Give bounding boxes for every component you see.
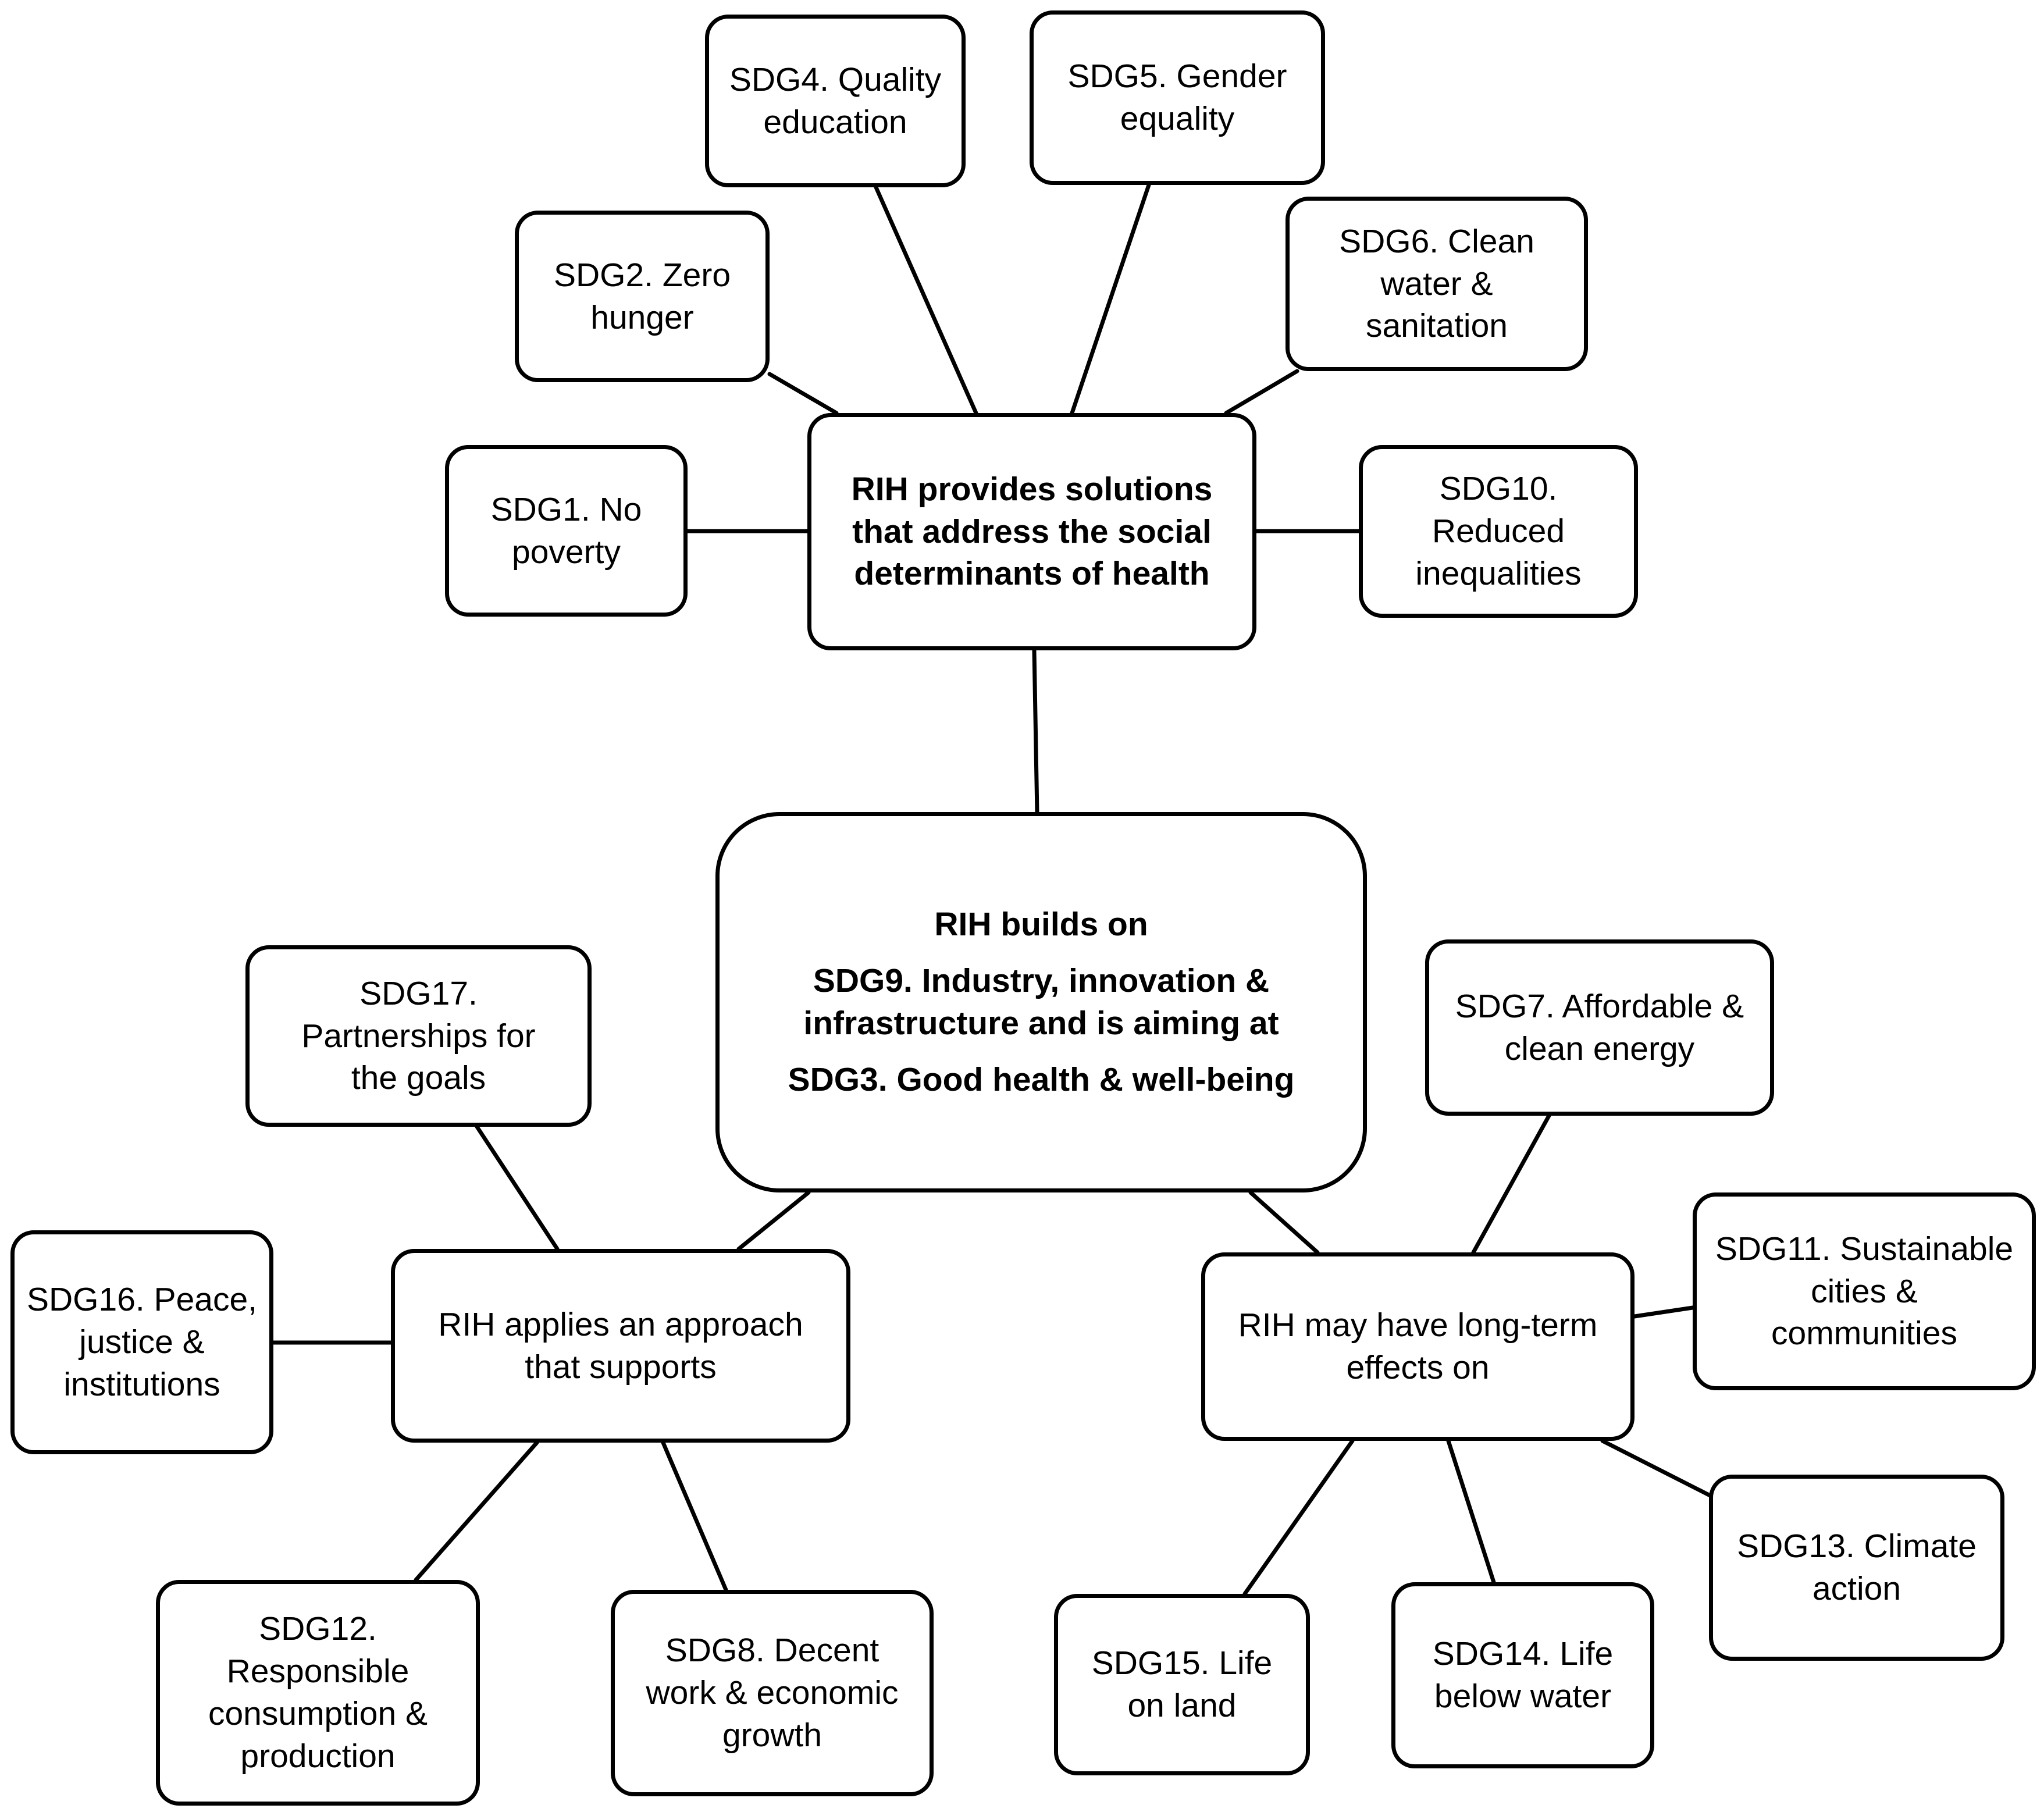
- connector-social-sdg6: [1224, 369, 1299, 415]
- connector-center-social: [1032, 648, 1039, 816]
- hub-social-determinants: RIH provides solutions that address the …: [807, 413, 1256, 650]
- connector-longterm-sdg7: [1471, 1113, 1551, 1255]
- sdg7-node: SDG7. Affordable & clean energy: [1425, 939, 1774, 1116]
- sdg13-node: SDG13. Climate action: [1709, 1475, 2004, 1661]
- sdg14-line-2: below water: [1434, 1678, 1612, 1715]
- connector-social-sdg2: [767, 372, 839, 415]
- sdg1-line-2: poverty: [512, 533, 621, 571]
- hub-longterm-line-1: RIH may have long-term: [1238, 1307, 1598, 1344]
- hub-social-line-2: that address the social: [852, 512, 1212, 550]
- sdg2-node: SDG2. Zero hunger: [515, 211, 770, 382]
- connector-longterm-sdg15: [1242, 1439, 1355, 1596]
- sdg15-line-1: SDG15. Life: [1091, 1644, 1273, 1682]
- center-line-3: infrastructure and is aiming at: [803, 1005, 1279, 1042]
- connector-social-sdg5: [1070, 183, 1151, 415]
- sdg1-line-1: SDG1. No: [490, 490, 642, 528]
- sdg11-line-2: cities &: [1811, 1272, 1918, 1310]
- sdg14-line-1: SDG14. Life: [1432, 1635, 1614, 1673]
- sdg11-line-3: communities: [1771, 1315, 1957, 1352]
- hub-longterm-line-2: effects on: [1346, 1349, 1490, 1386]
- connector-longterm-sdg14: [1446, 1439, 1496, 1585]
- hub-long-term-effects: RIH may have long-term effects on: [1201, 1252, 1635, 1441]
- sdg7-line-2: clean energy: [1504, 1030, 1695, 1067]
- connector-longterm-sdg11: [1632, 1305, 1695, 1319]
- sdg15-line-2: on land: [1127, 1687, 1237, 1724]
- connector-approach-sdg12: [414, 1440, 539, 1582]
- sdg6-line-1: SDG6. Clean: [1339, 222, 1534, 260]
- sdg10-node: SDG10. Reduced inequalities: [1359, 445, 1638, 618]
- sdg5-node: SDG5. Gender equality: [1030, 10, 1325, 185]
- connector-social-sdg4: [874, 185, 978, 415]
- sdg17-line-3: the goals: [351, 1059, 486, 1097]
- center-line-1: RIH builds on: [934, 906, 1148, 944]
- sdg4-line-1: SDG4. Quality: [729, 60, 942, 98]
- sdg14-node: SDG14. Life below water: [1391, 1582, 1654, 1768]
- sdg11-line-1: SDG11. Sustainable: [1715, 1230, 2014, 1268]
- connector-approach-sdg17: [475, 1124, 560, 1251]
- sdg8-line-1: SDG8. Decent: [665, 1632, 879, 1669]
- sdg11-node: SDG11. Sustainable cities & communities: [1693, 1192, 2036, 1390]
- sdg16-line-1: SDG16. Peace,: [26, 1281, 258, 1319]
- hub-approach: RIH applies an approach that supports: [391, 1249, 850, 1443]
- center-node: RIH builds on SDG9. Industry, innovation…: [715, 812, 1367, 1192]
- sdg16-line-2: justice &: [79, 1323, 205, 1361]
- sdg13-line-2: action: [1812, 1570, 1901, 1607]
- sdg15-node: SDG15. Life on land: [1054, 1594, 1310, 1775]
- sdg8-line-3: growth: [722, 1716, 822, 1754]
- sdg13-line-1: SDG13. Climate: [1737, 1528, 1977, 1565]
- sdg6-line-2: water &: [1380, 265, 1493, 302]
- connector-center-approach: [736, 1190, 811, 1251]
- sdg17-line-1: SDG17.: [359, 974, 478, 1012]
- sdg6-line-3: sanitation: [1365, 307, 1508, 345]
- sdg10-line-2: Reduced: [1431, 512, 1565, 550]
- sdg5-line-1: SDG5. Gender: [1067, 58, 1287, 95]
- hub-approach-line-1: RIH applies an approach: [438, 1305, 803, 1343]
- hub-approach-line-2: that supports: [525, 1348, 717, 1386]
- sdg12-node: SDG12. Responsible consumption & product…: [156, 1580, 480, 1806]
- sdg6-node: SDG6. Clean water & sanitation: [1285, 197, 1588, 371]
- hub-social-line-1: RIH provides solutions: [851, 470, 1213, 508]
- connector-approach-sdg8: [661, 1440, 728, 1592]
- sdg4-node: SDG4. Quality education: [705, 15, 966, 187]
- sdg8-line-2: work & economic: [646, 1674, 899, 1712]
- sdg5-line-2: equality: [1120, 100, 1235, 137]
- sdg7-line-1: SDG7. Affordable &: [1455, 987, 1744, 1025]
- sdg12-line-1: SDG12.: [259, 1610, 377, 1648]
- sdg2-line-2: hunger: [590, 298, 694, 336]
- sdg10-line-3: inequalities: [1415, 554, 1582, 592]
- sdg12-line-4: production: [240, 1737, 396, 1775]
- sdg1-node: SDG1. No poverty: [445, 445, 688, 617]
- sdg8-node: SDG8. Decent work & economic growth: [611, 1590, 934, 1796]
- center-line-4: SDG3. Good health & well-being: [788, 1060, 1295, 1098]
- connector-longterm-sdg13: [1600, 1439, 1711, 1497]
- sdg12-line-3: consumption &: [208, 1695, 428, 1732]
- center-line-2: SDG9. Industry, innovation &: [813, 962, 1270, 1000]
- sdg17-node: SDG17. Partnerships for the goals: [245, 945, 592, 1127]
- sdg17-line-2: Partnerships for: [301, 1017, 536, 1055]
- hub-social-line-3: determinants of health: [854, 555, 1210, 593]
- sdg4-line-2: education: [763, 103, 907, 141]
- connector-center-longterm: [1248, 1190, 1320, 1255]
- sdg2-line-1: SDG2. Zero: [553, 256, 731, 294]
- sdg10-line-1: SDG10.: [1439, 470, 1558, 508]
- sdg12-line-2: Responsible: [226, 1653, 409, 1690]
- sdg16-node: SDG16. Peace, justice & institutions: [10, 1230, 273, 1454]
- sdg16-line-3: institutions: [63, 1365, 220, 1403]
